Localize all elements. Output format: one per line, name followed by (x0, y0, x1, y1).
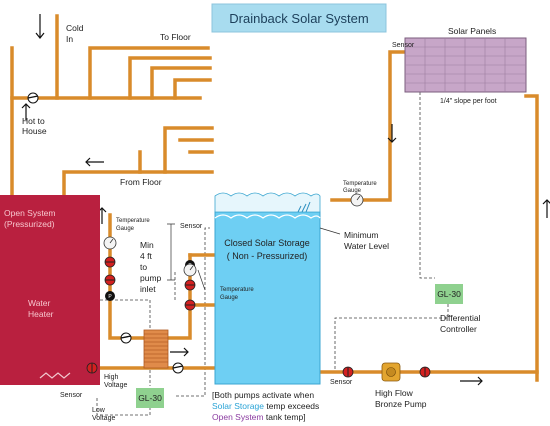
arrow-panel-down (387, 124, 397, 143)
label-min-4ft-3: to (140, 262, 147, 272)
valve-1 (104, 256, 116, 268)
valve-5 (342, 366, 354, 378)
label-min-4ft-4: pump (140, 273, 162, 283)
label-differential-1: Differential (440, 313, 481, 323)
label-water-heater-2: Heater (28, 309, 54, 319)
label-sensor-bottom: Sensor (330, 379, 353, 386)
label-high-voltage-2: Voltage (104, 382, 127, 389)
label-cold-in-1: Cold (66, 23, 84, 33)
arrow-hot-to-house (21, 103, 31, 120)
label-gl30-bottom: GL-30 (138, 393, 162, 403)
note-open-system: Open System (212, 412, 264, 422)
arrow-cold-in (35, 14, 45, 39)
valve-6 (419, 366, 431, 378)
label-temp-gauge-3a: Temperature (343, 181, 377, 187)
note-line-1: [Both pumps activate when (212, 390, 314, 400)
label-pump-1: High Flow (375, 388, 414, 398)
label-temp-gauge-2a: Temperature (220, 287, 254, 293)
valves (86, 256, 431, 378)
label-hot-to-house-2: House (22, 126, 47, 136)
label-min-4ft-2: 4 ft (140, 251, 152, 261)
valve-2 (104, 274, 116, 286)
label-differential-2: Controller (440, 324, 477, 334)
label-sensor-mid: Sensor (180, 223, 203, 230)
temperature-gauges (103, 193, 364, 277)
pipes (10, 14, 539, 382)
note-solar-storage: Solar Storage (212, 401, 264, 411)
valve-7 (86, 362, 98, 374)
arrow-bottom-right (460, 376, 483, 386)
arrow-from-floor (85, 157, 104, 167)
label-min-water-level-2: Water Level (344, 241, 389, 251)
label-high-voltage-1: High (104, 374, 119, 381)
valve-4 (184, 299, 196, 311)
label-pump-2: Bronze Pump (375, 399, 427, 409)
heat-exchanger (143, 329, 169, 369)
check-valve-3 (27, 92, 39, 104)
label-sensor-top: Sensor (392, 42, 415, 49)
label-non-pressurized: ( Non - Pressurized) (227, 251, 308, 261)
solar-panels (404, 37, 527, 93)
label-from-floor: From Floor (120, 177, 162, 187)
open-system-tank (0, 195, 100, 385)
high-flow-pump (381, 362, 401, 382)
title-box (211, 3, 387, 33)
valve-3 (184, 279, 196, 291)
label-temp-gauge-3b: Gauge (343, 188, 362, 194)
label-hot-to-house-1: Hot to (22, 116, 45, 126)
gauge-2-icon (183, 263, 197, 277)
note-line-3: Open System tank temp] (212, 412, 306, 422)
label-solar-panels: Solar Panels (448, 26, 496, 36)
label-temp-gauge-1a: Temperature (116, 218, 150, 224)
note-line-2: Solar Storage temp exceeds (212, 401, 319, 411)
label-water-heater-1: Water (28, 298, 51, 308)
label-temp-gauge-2b: Gauge (220, 295, 239, 301)
label-open-system-2: (Pressurized) (4, 219, 55, 229)
label-open-system-1: Open System (4, 208, 56, 218)
closed-storage-tank (214, 192, 321, 385)
label-temp-gauge-1b: Gauge (116, 226, 135, 232)
title: Drainback Solar System (229, 11, 368, 26)
label-to-floor: To Floor (160, 32, 191, 42)
label-low-voltage-2: Voltage (92, 415, 115, 422)
label-sensor-left: Sensor (60, 392, 83, 399)
label-min-4ft-1: Min (140, 240, 154, 250)
arrow-right-side-up (542, 199, 550, 218)
note-tank-temp: tank temp] (266, 412, 306, 422)
label-slope: 1/4" slope per foot (440, 98, 497, 105)
check-valve-5 (172, 362, 184, 374)
gl30-controller-right (435, 284, 463, 304)
check-valves: P P (27, 92, 195, 374)
gauge-1-icon (103, 236, 117, 250)
pointer-lines (167, 223, 341, 291)
label-min-water-level-1: Minimum (344, 230, 378, 240)
label-closed-storage: Closed Solar Storage (224, 238, 310, 248)
gauge-3-icon (350, 193, 364, 207)
check-valve-1: P (105, 291, 115, 301)
svg-text:P: P (108, 294, 112, 300)
label-cold-in-2: In (66, 34, 73, 44)
gl30-controller-bottom (136, 388, 164, 408)
label-gl30-right: GL-30 (437, 289, 461, 299)
note-temp-exceeds: temp exceeds (266, 401, 319, 411)
check-valve-4 (120, 332, 132, 344)
label-low-voltage-1: Low (92, 407, 106, 414)
arrow-into-hx (170, 347, 189, 357)
label-min-4ft-5: inlet (140, 284, 156, 294)
